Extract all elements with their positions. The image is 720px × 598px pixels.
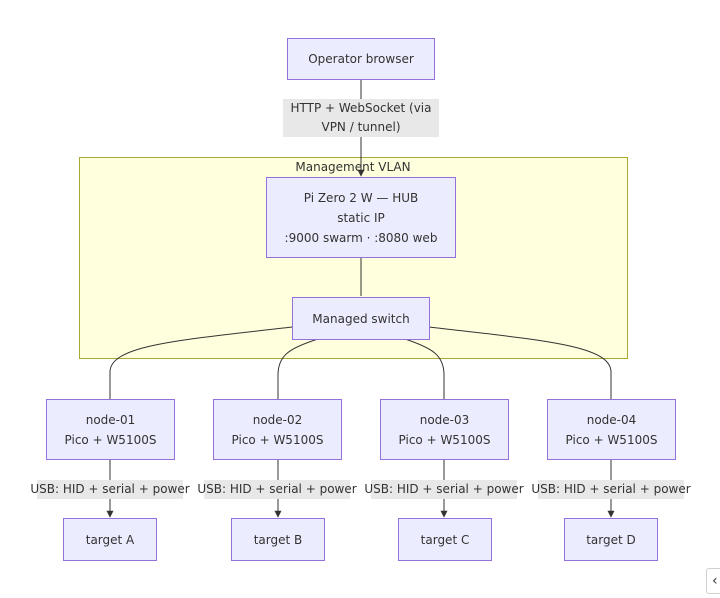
hub-ip-line: static IP: [337, 210, 385, 225]
operator-browser-label: Operator browser: [308, 52, 414, 66]
node-02-name: node-02: [252, 412, 303, 427]
collapse-panel-button[interactable]: ‹: [706, 568, 720, 594]
target-a-label: target A: [85, 532, 135, 547]
node-01-usb-label: USB: HID + serial + power: [30, 480, 190, 499]
chevron-left-icon: ‹: [712, 573, 718, 589]
operator-browser-node: Operator browser: [287, 38, 435, 80]
node-01-name: node-01: [85, 412, 136, 427]
operator-edge-label-line2: VPN / tunnel): [321, 120, 401, 134]
target-a-node: target A: [63, 518, 157, 561]
node-04-box: node-04 Pico + W5100S: [547, 399, 676, 460]
node-02-board: Pico + W5100S: [231, 432, 324, 447]
hub-name-line: Pi Zero 2 W — HUB: [303, 190, 419, 205]
target-b-label: target B: [253, 532, 303, 547]
edge-switch-to-node-02: [277, 338, 319, 399]
edge-switch-to-node-03: [404, 338, 445, 399]
edge-switch-to-node-04: [428, 326, 612, 399]
target-b-node: target B: [231, 518, 325, 561]
node-03-box: node-03 Pico + W5100S: [380, 399, 509, 460]
node-04-board: Pico + W5100S: [565, 432, 658, 447]
node-02-box: node-02 Pico + W5100S: [213, 399, 342, 460]
node-01-box: node-01 Pico + W5100S: [46, 399, 175, 460]
target-d-node: target D: [564, 518, 658, 561]
edge-switch-to-node-01: [109, 326, 293, 399]
node-04-name: node-04: [586, 412, 637, 427]
managed-switch-label: Managed switch: [312, 311, 410, 326]
managed-switch-node: Managed switch: [292, 297, 430, 340]
hub-ports-line: :9000 swarm · :8080 web: [284, 230, 438, 245]
target-c-node: target C: [398, 518, 492, 561]
node-01-board: Pico + W5100S: [64, 432, 157, 447]
management-vlan-title: Management VLAN: [295, 160, 411, 174]
operator-edge-label: HTTP + WebSocket (via VPN / tunnel): [283, 99, 439, 137]
node-03-board: Pico + W5100S: [398, 432, 491, 447]
node-03-name: node-03: [419, 412, 470, 427]
node-02-usb-label: USB: HID + serial + power: [197, 480, 357, 499]
node-03-usb-label: USB: HID + serial + power: [364, 480, 524, 499]
operator-edge-label-line1: HTTP + WebSocket (via: [290, 101, 432, 115]
target-c-label: target C: [420, 532, 470, 547]
node-04-usb-label: USB: HID + serial + power: [531, 480, 691, 499]
hub-node: Pi Zero 2 W — HUB static IP :9000 swarm …: [266, 177, 456, 258]
target-d-label: target D: [586, 532, 636, 547]
